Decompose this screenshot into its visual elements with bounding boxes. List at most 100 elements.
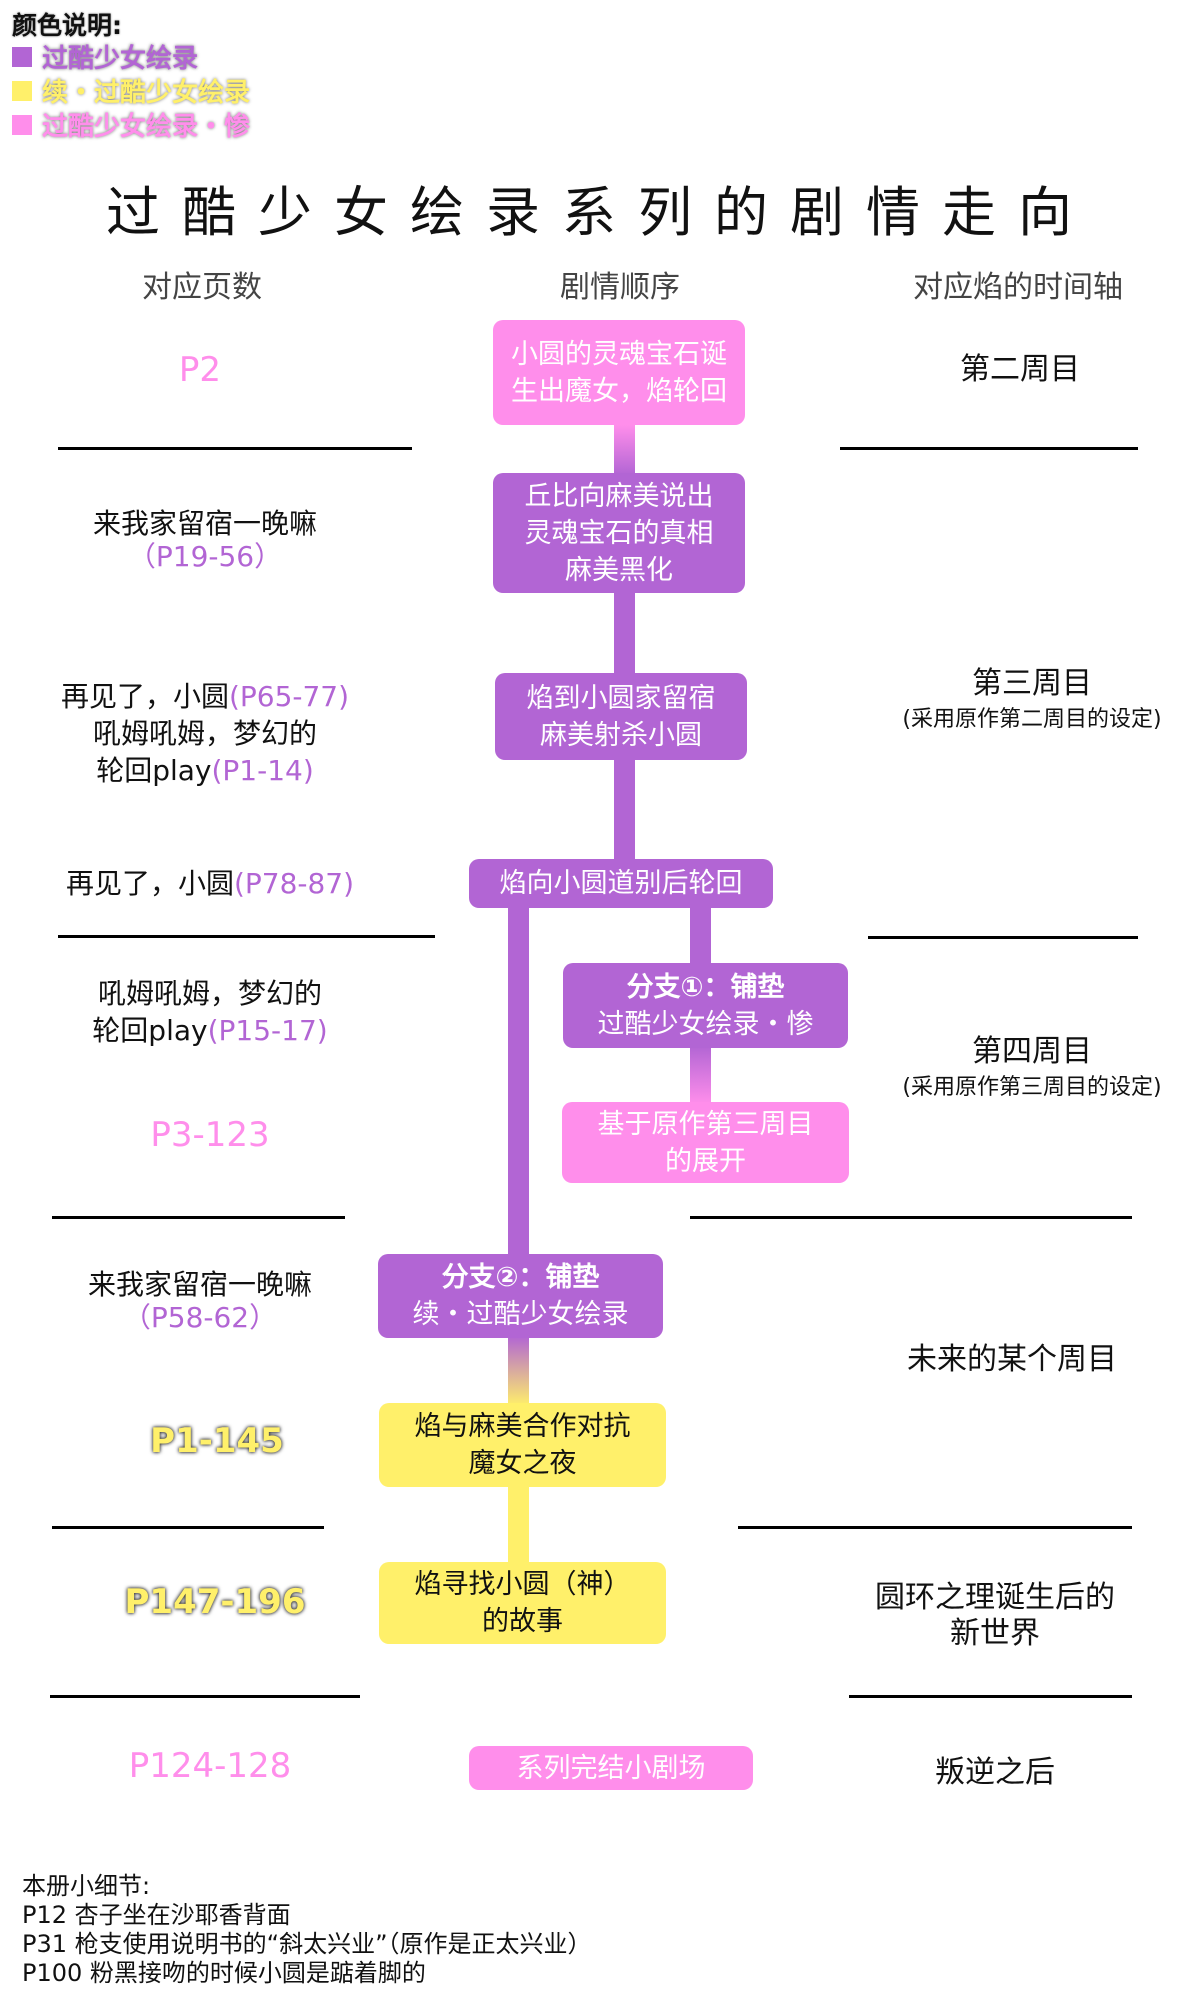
chapter-title: 轮回play bbox=[96, 754, 212, 787]
node-line: 生出魔女，焰轮回 bbox=[511, 375, 727, 407]
timeline-loop: 叛逆之后 bbox=[935, 1755, 1055, 1790]
chapter-title: 来我家留宿一晚嘛 bbox=[87, 1268, 312, 1301]
row-divider bbox=[690, 1216, 1132, 1219]
chapter-title: 再见了，小圆 bbox=[65, 867, 234, 900]
node-line: 系列完结小剧场 bbox=[516, 1752, 706, 1784]
row-divider bbox=[868, 936, 1138, 939]
column-header-timeline: 对应焰的时间轴 bbox=[913, 270, 1123, 305]
node-line: 麻美黑化 bbox=[565, 554, 673, 586]
timeline-loop: 新世界 bbox=[950, 1616, 1040, 1651]
page-range: (P15-17) bbox=[207, 1014, 328, 1047]
row-divider bbox=[58, 447, 412, 450]
row-divider bbox=[52, 1216, 345, 1219]
page-title: 过酷少女绘录系列的剧情走向 bbox=[106, 181, 1094, 244]
page-range: P3-123 bbox=[150, 1115, 270, 1155]
pages-entry: 来我家留宿一晚嘛 （P58-62） bbox=[0, 1266, 400, 1336]
page-range: P2 bbox=[178, 350, 222, 390]
node-line: 分支②：铺垫 bbox=[441, 1262, 600, 1293]
timeline-entry: 第二周目 bbox=[800, 352, 1200, 388]
pages-entry: 再见了，小圆(P78-87) bbox=[10, 865, 410, 902]
plot-node-9: 焰寻找小圆（神） 的故事 bbox=[379, 1562, 666, 1644]
timeline-loop: 圆环之理诞生后的 bbox=[875, 1580, 1115, 1615]
legend-label: 过酷少女绘录・惨 bbox=[42, 112, 251, 142]
row-divider bbox=[52, 1526, 324, 1529]
chapter-title: 来我家留宿一晚嘛 bbox=[92, 507, 317, 540]
timeline-loop: 未来的某个周目 bbox=[907, 1342, 1117, 1377]
connector bbox=[614, 425, 635, 475]
plot-node-8: 焰与麻美合作对抗魔女之夜 bbox=[379, 1403, 666, 1487]
chapter-title: 再见了，小圆 bbox=[60, 680, 229, 713]
plot-node-1: 小圆的灵魂宝石诞生出魔女，焰轮回 bbox=[493, 320, 745, 425]
legend-label: 续・过酷少女绘录 bbox=[42, 78, 251, 108]
connector bbox=[508, 1485, 529, 1565]
legend-label: 过酷少女绘录 bbox=[42, 44, 199, 74]
pages-entry: P1-145 bbox=[17, 1423, 417, 1461]
node-line: 过酷少女绘录・惨 bbox=[597, 1008, 814, 1040]
node-line: 的故事 bbox=[482, 1606, 563, 1637]
node-line: 焰到小圆家留宿 bbox=[526, 682, 716, 714]
node-line: 焰与麻美合作对抗 bbox=[414, 1411, 631, 1442]
column-header-pages: 对应页数 bbox=[142, 270, 262, 305]
row-divider bbox=[738, 1526, 1132, 1529]
node-line: 焰寻找小圆（神） bbox=[414, 1569, 631, 1600]
legend-item-sequel: 续・过酷少女绘录 bbox=[12, 72, 250, 109]
connector bbox=[690, 1046, 711, 1104]
pages-entry: P2 bbox=[0, 352, 400, 390]
pages-entry: P124-128 bbox=[10, 1748, 410, 1786]
node-line: 的展开 bbox=[665, 1145, 746, 1177]
timeline-entry: 未来的某个周目 bbox=[792, 1342, 1200, 1378]
timeline-note: (采用原作第三周目的设定) bbox=[902, 1075, 1162, 1100]
timeline-loop: 第三周目 bbox=[972, 666, 1092, 701]
node-line: 麻美射杀小圆 bbox=[540, 719, 702, 751]
plot-node-10: 系列完结小剧场 bbox=[469, 1746, 753, 1790]
pages-entry: 吼姆吼姆，梦幻的 轮回play(P15-17) bbox=[10, 975, 410, 1049]
page-range: P124-128 bbox=[128, 1746, 292, 1786]
plot-node-2: 丘比向麻美说出灵魂宝石的真相麻美黑化 bbox=[493, 473, 745, 593]
node-line: 分支①：铺垫 bbox=[626, 971, 785, 1003]
chapter-title: 轮回play bbox=[92, 1014, 208, 1047]
page-range: （P19-56） bbox=[127, 540, 283, 573]
pages-entry: P147-196 bbox=[15, 1584, 415, 1622]
node-line: 小圆的灵魂宝石诞 bbox=[511, 338, 727, 370]
row-divider bbox=[849, 1695, 1132, 1698]
column-header-plot: 剧情顺序 bbox=[560, 270, 680, 305]
plot-node-3: 焰到小圆家留宿麻美射杀小圆 bbox=[495, 673, 747, 760]
legend-title: 颜色说明: bbox=[12, 11, 122, 40]
connector-branch-2 bbox=[508, 905, 529, 1257]
page-range: (P1-14) bbox=[211, 754, 314, 787]
timeline-entry: 第三周目 (采用原作第二周目的设定) bbox=[812, 666, 1200, 738]
timeline-note: (采用原作第二周目的设定) bbox=[902, 707, 1162, 732]
chapter-title: 吼姆吼姆，梦幻的 bbox=[92, 717, 317, 750]
timeline-entry: 叛逆之后 bbox=[775, 1755, 1200, 1791]
page-range: P1-145 bbox=[150, 1421, 284, 1461]
page-range: (P65-77) bbox=[228, 680, 350, 713]
note-item: P12 杏子坐在沙耶香背面 bbox=[22, 1901, 291, 1929]
node-line: 基于原作第三周目 bbox=[597, 1108, 814, 1140]
plot-node-branch-2: 分支②：铺垫续・过酷少女绘录 bbox=[378, 1254, 663, 1338]
legend-item-original: 过酷少女绘录 bbox=[12, 38, 198, 75]
note-item: P100 粉黑接吻的时候小圆是踮着脚的 bbox=[22, 1959, 426, 1987]
node-line: 续・过酷少女绘录 bbox=[412, 1299, 629, 1330]
timeline-entry: 圆环之理诞生后的 新世界 bbox=[775, 1580, 1200, 1652]
note-item: P31 枪支使用说明书的“斜太兴业”（原作是正太兴业） bbox=[22, 1930, 592, 1958]
legend-swatch-pink bbox=[12, 114, 32, 135]
pages-entry: 来我家留宿一晚嘛 （P19-56） bbox=[5, 505, 405, 575]
page-range: P147-196 bbox=[124, 1582, 306, 1622]
row-divider bbox=[58, 935, 435, 938]
connector bbox=[508, 1336, 529, 1406]
timeline-loop: 第四周目 bbox=[972, 1034, 1092, 1069]
plot-node-6: 基于原作第三周目的展开 bbox=[562, 1102, 849, 1183]
node-line: 灵魂宝石的真相 bbox=[524, 517, 714, 549]
row-divider bbox=[50, 1695, 360, 1698]
connector-branch-1 bbox=[690, 905, 711, 965]
page-range: （P58-62） bbox=[122, 1301, 278, 1334]
legend-swatch-yellow bbox=[12, 80, 32, 101]
timeline-loop: 第二周目 bbox=[960, 352, 1080, 387]
node-line: 魔女之夜 bbox=[468, 1448, 577, 1479]
plot-node-branch-1: 分支①：铺垫过酷少女绘录・惨 bbox=[563, 963, 848, 1048]
connector bbox=[614, 760, 635, 860]
timeline-entry: 第四周目 (采用原作第三周目的设定) bbox=[812, 1034, 1200, 1106]
chapter-title: 吼姆吼姆，梦幻的 bbox=[97, 977, 322, 1010]
pages-entry: 再见了，小圆(P65-77) 吼姆吼姆，梦幻的 轮回play(P1-14) bbox=[5, 678, 405, 789]
plot-node-4: 焰向小圆道别后轮回 bbox=[469, 859, 773, 908]
